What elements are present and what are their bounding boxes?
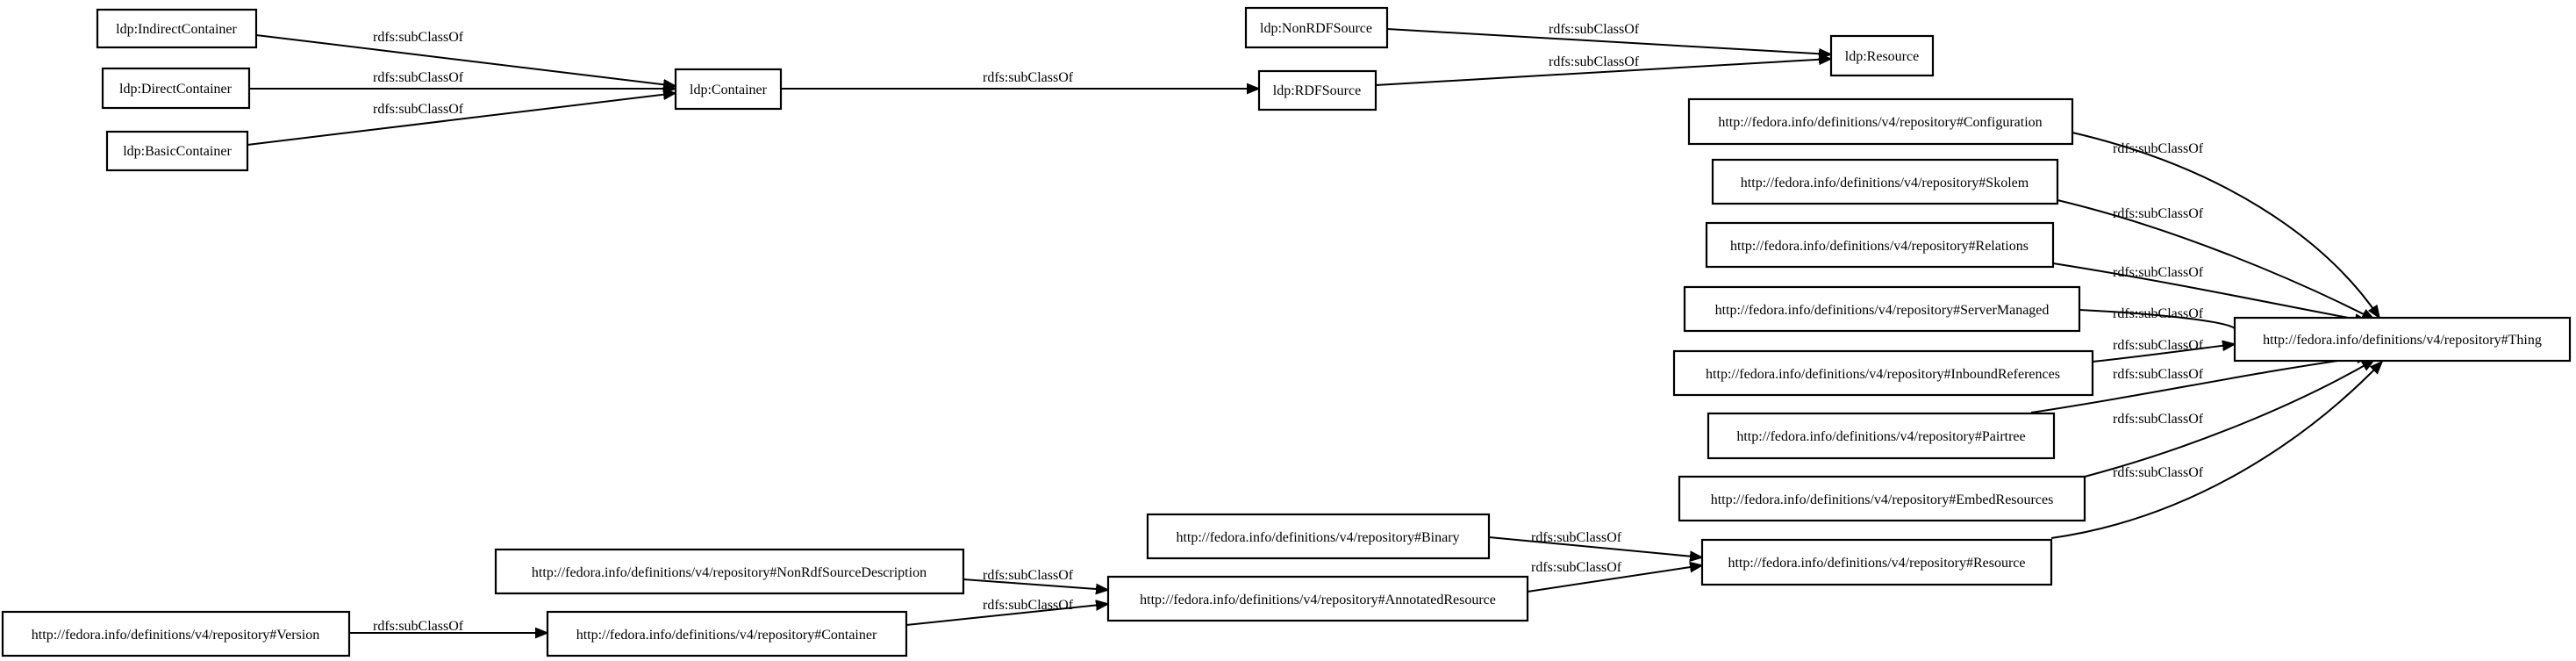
edge-label: rdfs:subClassOf xyxy=(2113,265,2204,280)
edge-resource-to-thing: rdfs:subClassOf xyxy=(2050,362,2382,539)
edge-container-to-annotatedresource: rdfs:subClassOf xyxy=(905,598,1108,626)
edge-skolem-to-thing: rdfs:subClassOf xyxy=(2057,199,2374,320)
node-ldp-non-rdf-source: ldp:NonRDFSource xyxy=(1244,6,1389,49)
node-fedora-annotated-resource: http://fedora.info/definitions/v4/reposi… xyxy=(1106,575,1529,622)
edge-label: rdfs:subClassOf xyxy=(983,568,1074,583)
edge-label: rdfs:subClassOf xyxy=(373,30,464,45)
edge-version-to-container: rdfs:subClassOf xyxy=(349,619,547,634)
node-ldp-direct-container: ldp:DirectContainer xyxy=(101,67,251,110)
edge-label: rdfs:subClassOf xyxy=(1549,22,1640,37)
node-label: http://fedora.info/definitions/v4/reposi… xyxy=(1711,492,2054,507)
node-label: http://fedora.info/definitions/v4/reposi… xyxy=(1706,367,2060,382)
node-fedora-version: http://fedora.info/definitions/v4/reposi… xyxy=(1,610,351,657)
edge-label: rdfs:subClassOf xyxy=(2113,306,2204,321)
node-ldp-basic-container: ldp:BasicContainer xyxy=(105,130,249,172)
node-fedora-inbound-references: http://fedora.info/definitions/v4/reposi… xyxy=(1672,349,2094,397)
node-label: http://fedora.info/definitions/v4/reposi… xyxy=(1730,239,2029,254)
node-label: ldp:NonRDFSource xyxy=(1260,21,1372,36)
edge-label: rdfs:subClassOf xyxy=(2113,206,2204,221)
edge-binary-to-resource: rdfs:subClassOf xyxy=(1488,530,1702,557)
node-label: http://fedora.info/definitions/v4/reposi… xyxy=(1718,115,2042,130)
edge-label: rdfs:subClassOf xyxy=(373,70,464,85)
edge-relations-to-thing: rdfs:subClassOf xyxy=(2052,262,2367,321)
edge-nonrdfsourcedescription-to-annotatedresource: rdfs:subClassOf xyxy=(962,568,1108,590)
node-ldp-rdf-source: ldp:RDFSource xyxy=(1257,69,1377,111)
node-label: ldp:IndirectContainer xyxy=(116,22,237,37)
node-fedora-thing: http://fedora.info/definitions/v4/reposi… xyxy=(2233,316,2572,363)
edge-servermanaged-to-thing: rdfs:subClassOf xyxy=(2079,306,2236,332)
node-ldp-indirect-container: ldp:IndirectContainer xyxy=(96,8,258,49)
edge-label: rdfs:subClassOf xyxy=(1531,530,1622,545)
node-label: http://fedora.info/definitions/v4/reposi… xyxy=(2263,333,2542,348)
node-fedora-skolem: http://fedora.info/definitions/v4/reposi… xyxy=(1711,158,2059,205)
node-fedora-embed-resources: http://fedora.info/definitions/v4/reposi… xyxy=(1678,475,2086,522)
edge-configuration-to-thing: rdfs:subClassOf xyxy=(2072,132,2379,318)
node-label: ldp:Resource xyxy=(1845,49,1919,64)
node-fedora-server-managed: http://fedora.info/definitions/v4/reposi… xyxy=(1683,285,2081,333)
node-label: ldp:DirectContainer xyxy=(119,82,233,97)
edge-directcontainer-to-container: rdfs:subClassOf xyxy=(249,70,676,89)
node-fedora-non-rdf-source-description: http://fedora.info/definitions/v4/reposi… xyxy=(494,548,965,595)
edge-container-to-rdfsource: rdfs:subClassOf xyxy=(781,70,1259,89)
edge-label: rdfs:subClassOf xyxy=(2113,367,2204,382)
node-label: ldp:BasicContainer xyxy=(123,144,232,159)
node-label: http://fedora.info/definitions/v4/reposi… xyxy=(1715,303,2050,318)
node-label: http://fedora.info/definitions/v4/reposi… xyxy=(1176,530,1459,545)
node-label: http://fedora.info/definitions/v4/reposi… xyxy=(532,565,927,580)
node-fedora-pairtree: http://fedora.info/definitions/v4/reposi… xyxy=(1707,412,2056,460)
edge-rdfsource-to-resource: rdfs:subClassOf xyxy=(1375,54,1831,86)
node-fedora-container: http://fedora.info/definitions/v4/reposi… xyxy=(546,610,908,657)
node-label: http://fedora.info/definitions/v4/reposi… xyxy=(32,628,319,643)
edge-label: rdfs:subClassOf xyxy=(1549,54,1640,69)
node-ldp-resource: ldp:Resource xyxy=(1829,34,1935,77)
edge-label: rdfs:subClassOf xyxy=(2113,141,2204,156)
node-fedora-binary: http://fedora.info/definitions/v4/reposi… xyxy=(1146,513,1491,560)
node-fedora-configuration: http://fedora.info/definitions/v4/reposi… xyxy=(1687,97,2074,146)
edge-nonrdfsource-to-resource: rdfs:subClassOf xyxy=(1386,22,1831,54)
node-fedora-relations: http://fedora.info/definitions/v4/reposi… xyxy=(1705,221,2055,269)
edge-inboundreferences-to-thing: rdfs:subClassOf xyxy=(2092,338,2235,363)
edge-label: rdfs:subClassOf xyxy=(373,102,464,117)
edge-label: rdfs:subClassOf xyxy=(1531,560,1622,575)
node-ldp-container: ldp:Container xyxy=(674,68,783,111)
node-label: ldp:RDFSource xyxy=(1273,83,1361,98)
node-label: http://fedora.info/definitions/v4/reposi… xyxy=(1741,176,2029,190)
edge-indirectcontainer-to-container: rdfs:subClassOf xyxy=(255,30,676,86)
node-label: http://fedora.info/definitions/v4/reposi… xyxy=(1140,593,1496,607)
edge-pairtree-to-thing: rdfs:subClassOf xyxy=(2030,356,2369,413)
node-label: ldp:Container xyxy=(690,83,768,97)
node-label: http://fedora.info/definitions/v4/reposi… xyxy=(1736,429,2025,444)
edge-label: rdfs:subClassOf xyxy=(373,619,464,634)
edge-embedresources-to-thing: rdfs:subClassOf xyxy=(2084,360,2374,478)
edge-label: rdfs:subClassOf xyxy=(983,598,1074,613)
edge-annotatedresource-to-resource: rdfs:subClassOf xyxy=(1527,560,1702,593)
node-label: http://fedora.info/definitions/v4/reposi… xyxy=(1728,556,2025,571)
edge-basiccontainer-to-container: rdfs:subClassOf xyxy=(247,93,676,146)
node-label: http://fedora.info/definitions/v4/reposi… xyxy=(576,628,877,643)
edge-label: rdfs:subClassOf xyxy=(2113,465,2204,480)
node-fedora-resource: http://fedora.info/definitions/v4/reposi… xyxy=(1700,538,2053,586)
edge-label: rdfs:subClassOf xyxy=(983,70,1074,85)
edge-label: rdfs:subClassOf xyxy=(2113,412,2204,427)
edge-label: rdfs:subClassOf xyxy=(2113,338,2204,353)
